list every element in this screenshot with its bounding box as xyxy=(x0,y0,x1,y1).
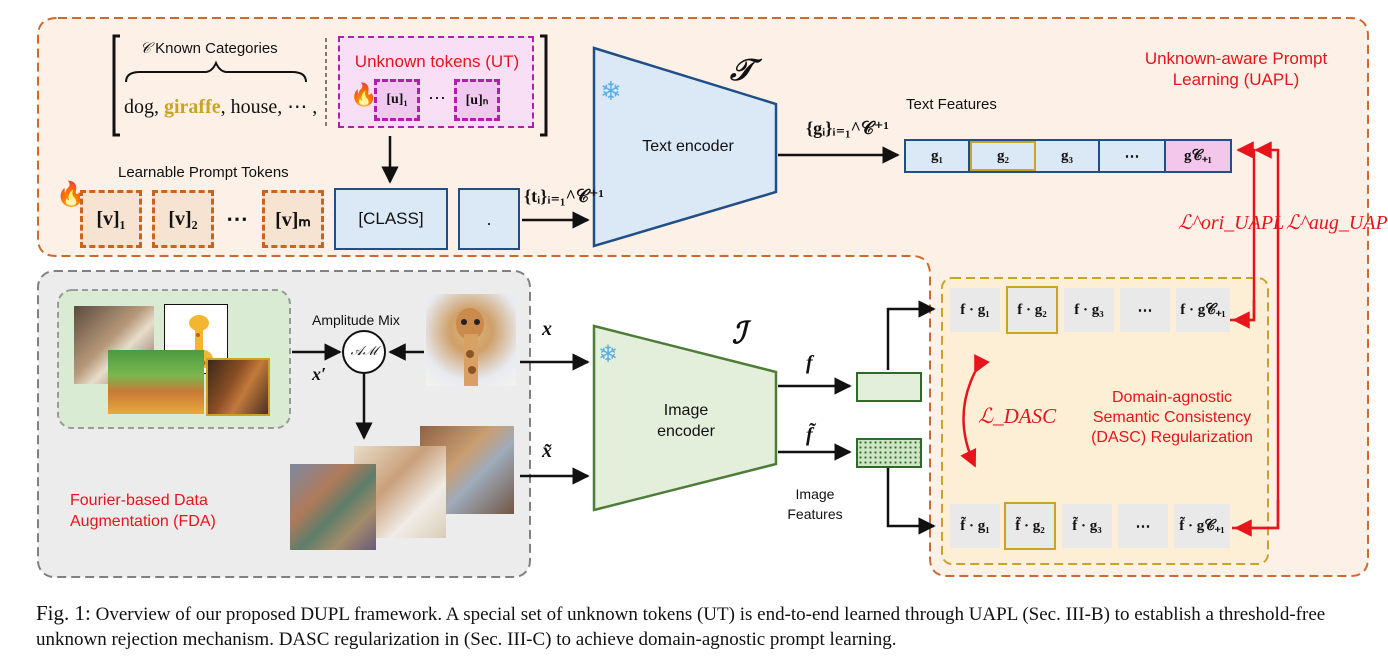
left-bracket xyxy=(112,34,120,137)
f-tilde-label: f̃ xyxy=(806,424,813,446)
arrow-f-to-sim-top xyxy=(886,300,936,370)
text-encoder-snowflake-icon: ❄ xyxy=(600,76,622,106)
sim-bottom-3: f̃ · g₃ xyxy=(1062,504,1112,548)
learnable-prompt-label: Learnable Prompt Tokens xyxy=(118,164,289,181)
text-features-bar: g₁ g₂ g₃ ⋯ g𝒞₊₁ xyxy=(904,139,1232,173)
source-image-house xyxy=(108,350,204,414)
text-features-label: Text Features xyxy=(906,96,997,113)
period-token: . xyxy=(458,188,520,250)
sim-top-3: f · g₃ xyxy=(1064,288,1114,332)
uapl-title: Unknown-aware Prompt Learning (UAPL) xyxy=(1144,49,1328,89)
category-highlight: giraffe xyxy=(164,96,221,118)
arrow-ftilde-to-sim-bottom xyxy=(886,468,936,535)
text-feature-g1: g₁ xyxy=(906,141,970,171)
sim-bottom-1: f̃ · g₁ xyxy=(950,504,1000,548)
f-label: f xyxy=(806,352,813,374)
arrow-loss-aug-bottom xyxy=(1234,500,1280,537)
image-encoder-symbol: ℐ xyxy=(732,317,747,350)
class-token: [CLASS] xyxy=(334,188,448,250)
ut-token-last: [u]ₙ xyxy=(454,79,500,121)
figure-caption: Fig. 1: Overview of our proposed DUPL fr… xyxy=(36,601,1376,652)
text-encoder-label: Text encoder xyxy=(642,138,734,155)
caption-text: Overview of our proposed DUPL framework.… xyxy=(36,604,1326,650)
unknown-tokens-title: Unknown tokens (UT) xyxy=(354,52,520,71)
loss-arrows xyxy=(960,141,1280,537)
caption-fig-label: Fig. 1: xyxy=(36,601,91,625)
sim-top-1: f · g₁ xyxy=(950,288,1000,332)
flow-arrows xyxy=(292,136,936,535)
target-image-giraffe xyxy=(426,294,516,386)
giraffe-sketch-art xyxy=(456,308,484,386)
unknown-tokens-panel xyxy=(338,36,534,128)
am-symbol: 𝒜ℳ xyxy=(350,343,378,358)
dasc-title: Domain-agnostic Semantic Consistency (DA… xyxy=(1091,389,1253,446)
prompt-token-1: [v]₁ xyxy=(80,190,142,248)
category-list-pre: dog, xyxy=(124,96,164,118)
image-feature-f xyxy=(856,372,922,402)
image-encoder-snowflake-icon: ❄ xyxy=(598,341,619,368)
t-embeddings-label: {tᵢ}ᵢ₌₁^𝒞⁺¹ xyxy=(524,186,604,206)
image-features-label: Image Features xyxy=(787,486,843,522)
image-encoder-shape xyxy=(592,324,778,512)
image-encoder-label: Image encoder xyxy=(657,402,715,440)
known-categories-text: Known Categories xyxy=(155,40,278,57)
sim-bottom-2: f̃ · g₂ xyxy=(1004,502,1056,550)
dasc-region xyxy=(941,277,1269,565)
g-features-label: {gᵢ}ᵢ₌₁^𝒞⁺¹ xyxy=(806,118,889,138)
category-list-post: , house, ⋯ , xyxy=(220,96,318,118)
source-image-horses xyxy=(206,358,270,416)
category-symbol: 𝒞 xyxy=(140,41,151,57)
text-feature-ellipsis: ⋯ xyxy=(1100,141,1166,171)
text-encoder-shape xyxy=(592,46,778,248)
arrow-dasc-loss xyxy=(960,353,990,468)
amplitude-mix-node xyxy=(342,330,386,374)
text-encoder-symbol: 𝒯 xyxy=(730,54,753,87)
image-feature-f-tilde xyxy=(856,438,922,468)
arrow-loss-ori-bottom xyxy=(1232,300,1256,329)
loss-dasc: ℒ_DASC xyxy=(978,404,1057,428)
ut-ellipsis: ⋯ xyxy=(428,88,446,108)
fda-title: Fourier-based Data Augmentation (FDA) xyxy=(70,492,216,530)
text-feature-g3: g₃ xyxy=(1036,141,1100,171)
sim-bottom-ellipsis: ⋯ xyxy=(1118,504,1168,548)
x-prime-label: x′ xyxy=(312,364,327,384)
sim-top-2: f · g₂ xyxy=(1006,286,1058,334)
amplitude-mix-label: Amplitude Mix xyxy=(312,312,400,328)
known-categories-label: 𝒞 Known Categories xyxy=(140,40,278,58)
prompt-ellipsis: ⋯ xyxy=(226,206,248,231)
x-label: x xyxy=(542,318,552,340)
prompt-token-2: [v]₂ xyxy=(152,190,214,248)
sim-top-ellipsis: ⋯ xyxy=(1120,288,1170,332)
prompt-token-m: [v]ₘ xyxy=(262,190,324,248)
category-list: dog, giraffe, house, ⋯ , xyxy=(124,94,317,119)
loss-uapl-ori: ℒ^ori_UAPL xyxy=(1178,212,1285,234)
right-bracket xyxy=(540,34,548,137)
text-feature-gc1: g𝒞₊₁ xyxy=(1166,141,1230,171)
category-brace xyxy=(125,60,307,83)
sim-bottom-c1: f̃ · g𝒞₊₁ xyxy=(1174,504,1230,548)
loss-uapl-aug: ℒ^aug_UAPL xyxy=(1286,212,1388,234)
sim-top-c1: f · g𝒞₊₁ xyxy=(1176,288,1230,332)
augmented-image-1 xyxy=(290,464,376,550)
text-feature-g2: g₂ xyxy=(970,141,1036,171)
x-tilde-label: x̃ xyxy=(542,440,552,462)
ut-flame-icon: 🔥 xyxy=(350,82,378,107)
ut-token-first: [u]₁ xyxy=(374,79,420,121)
